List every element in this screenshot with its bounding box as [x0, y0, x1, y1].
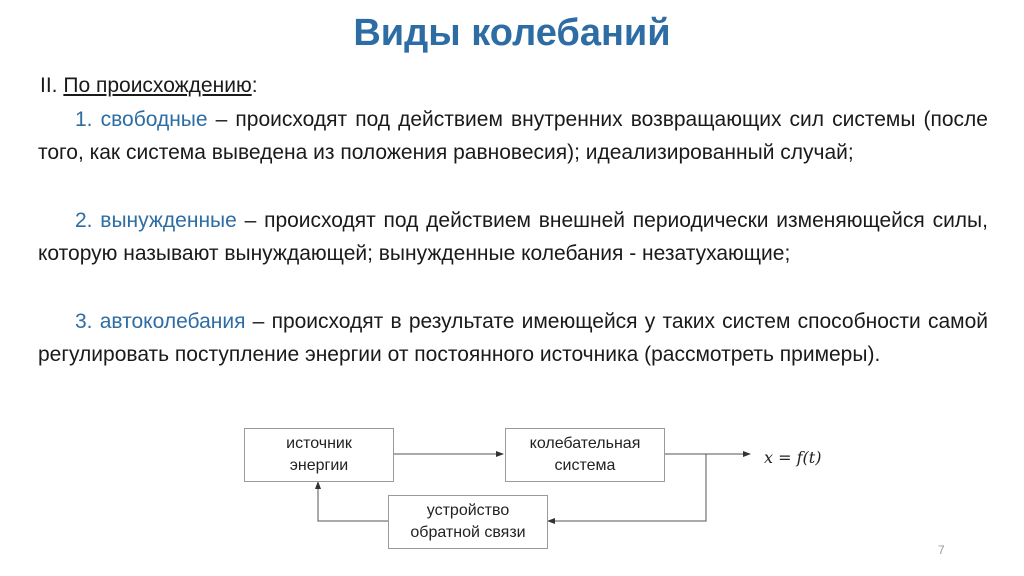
- list-item-forced: 2. вынужденные – происходят под действие…: [38, 204, 988, 270]
- feedback-device-box: устройство обратной связи: [388, 495, 548, 549]
- box-label-line: устройство: [426, 502, 510, 519]
- item-number: 2.: [75, 209, 93, 232]
- item-description: – происходят под действием внутренних во…: [38, 108, 988, 164]
- box-label-line: обратной связи: [410, 524, 526, 541]
- item-term: автоколебания: [99, 310, 246, 333]
- item-description: – происходят под действием внешней перио…: [38, 209, 988, 265]
- page-number: 7: [938, 543, 945, 557]
- section-heading: II. По происхождению:: [40, 74, 258, 98]
- box-label-line: система: [554, 457, 616, 474]
- item-description: – происходят в результате имеющейся у та…: [38, 310, 989, 366]
- item-number: 1.: [75, 108, 93, 131]
- section-colon: :: [251, 74, 258, 97]
- page-title: Виды колебаний: [353, 12, 671, 54]
- arrow-output-to-feedback: [547, 454, 707, 524]
- box-label-line: колебательная: [529, 435, 641, 452]
- item-number: 3.: [75, 310, 93, 333]
- box-label-line: источник: [286, 435, 352, 452]
- oscillating-system-box: колебательная система: [505, 428, 665, 482]
- list-item-free: 1. свободные – происходят под действием …: [38, 103, 988, 169]
- energy-source-box: источник энергии: [244, 428, 394, 482]
- item-term: свободные: [100, 108, 208, 131]
- item-term: вынужденные: [100, 209, 237, 232]
- list-item-self-oscillation: 3. автоколебания – происходят в результа…: [38, 305, 988, 371]
- section-number: II.: [40, 74, 58, 97]
- output-formula: x = f(t): [764, 448, 822, 467]
- section-heading-text: По происхождению: [63, 74, 252, 97]
- arrow-feedback-to-source: [315, 481, 388, 522]
- box-label-line: энергии: [289, 457, 349, 474]
